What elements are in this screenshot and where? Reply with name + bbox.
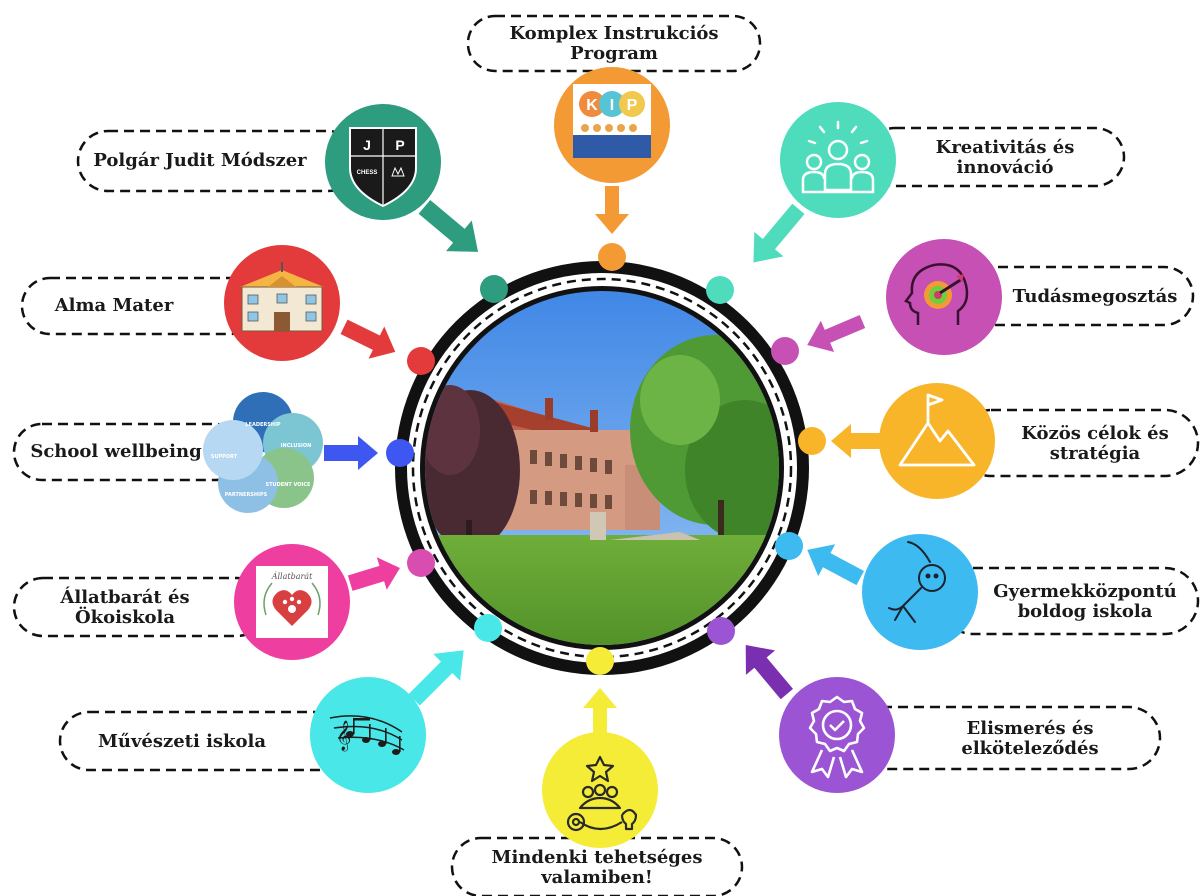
connector-dot-tudas: [771, 337, 799, 365]
gyermek-node: [862, 534, 978, 650]
team-ideas-icon: [801, 120, 875, 194]
kip-logo: K I P: [573, 84, 651, 158]
wellbeing-petals-icon: LEADERSHIP INCLUSION STUDENT VOICE PARTN…: [203, 392, 323, 513]
paw-heart-logo: Állatbarát: [256, 566, 328, 638]
connector-dot-gyermek: [775, 532, 803, 560]
connector-dot-kozos: [798, 427, 826, 455]
label-box-allatbarat: [12, 576, 268, 638]
label-kreativitas: Kreativitás és innováció: [935, 136, 1075, 178]
mountain-flag-icon: [898, 393, 976, 467]
allatbarat-node: Állatbarát: [234, 544, 350, 660]
arrow-muveszeti: [408, 650, 464, 706]
connector-dot-wellbeing: [386, 439, 414, 467]
school-building-icon: [240, 262, 324, 332]
child-stretch-icon: [888, 541, 946, 623]
label-elismeres: Elismerés és elköteleződés: [961, 717, 1099, 759]
music-notes-icon: 𝄞: [329, 715, 405, 755]
petal-inclusion: INCLUSION: [281, 443, 312, 449]
label-wellbeing: School wellbeing: [30, 440, 202, 462]
polgar-node: J P CHESS: [325, 104, 441, 220]
arrow-gyermek: [807, 544, 865, 586]
head-target-icon: [904, 263, 969, 325]
petal-student-voice: STUDENT VOICE: [266, 482, 312, 488]
connector-dot-kip: [598, 243, 626, 271]
alma-node: [224, 245, 340, 361]
connector-dot-elismeres: [707, 617, 735, 645]
label-box-kip: [466, 14, 762, 73]
wellbeing-node: LEADERSHIP INCLUSION STUDENT VOICE PARTN…: [203, 392, 323, 513]
label-muveszeti: Művészeti iskola: [97, 730, 267, 752]
kip-node: K I P: [554, 67, 670, 183]
label-allatbarat: Állatbarát és Ökoiskola: [60, 586, 190, 628]
label-tudas: Tudásmegosztás: [1012, 285, 1178, 307]
tudas-node: [886, 239, 1002, 355]
label-kip: Komplex Instrukciós Program: [509, 22, 719, 64]
label-box-elismeres: [833, 705, 1162, 771]
talent-group-icon: [566, 755, 638, 832]
label-kozos: Közös célok és stratégia: [1021, 422, 1169, 464]
petal-support: SUPPORT: [211, 454, 238, 460]
label-gyermek: Gyermekközpontú boldog iskola: [993, 580, 1177, 622]
petal-leadership: LEADERSHIP: [245, 422, 281, 428]
kreativitas-node: [780, 102, 896, 218]
kip-logo-letter-p: P: [627, 97, 638, 114]
label-mindenki: Mindenki tehetséges valamiben!: [491, 846, 703, 888]
connector-dot-mindenki: [586, 647, 614, 675]
center-hub: [395, 261, 809, 675]
arrow-kip: [595, 186, 629, 234]
kozos-node: [879, 383, 995, 499]
muveszeti-node: 𝄞: [310, 677, 426, 793]
arrow-mindenki: [583, 688, 617, 738]
jp-chess-shield-icon: J P CHESS: [349, 127, 417, 208]
label-polgar: Polgár Judit Módszer: [93, 149, 307, 171]
arrow-alma: [340, 319, 396, 359]
school-building-photo: [425, 291, 779, 645]
connector-dot-polgar: [480, 275, 508, 303]
paw-logo-text: Állatbarát: [271, 572, 313, 581]
shield-text-chess: CHESS: [357, 170, 378, 176]
mindenki-node: [542, 732, 658, 848]
label-box-muveszeti: [58, 710, 358, 772]
connector-dot-muveszeti: [474, 614, 502, 642]
arrow-wellbeing: [324, 436, 378, 470]
elismeres-node: [779, 677, 895, 793]
svg-text:𝄞: 𝄞: [336, 720, 351, 752]
arrow-allatbarat: [347, 557, 400, 591]
kip-logo-letter-k: K: [586, 97, 598, 114]
arrow-tudas: [807, 315, 866, 352]
arrow-elismeres: [745, 645, 793, 700]
kip-logo-letter-i: I: [610, 97, 614, 114]
award-badge-icon: [808, 695, 866, 779]
petal-partnerships: PARTNERSHIPS: [225, 492, 268, 498]
shield-letter-p: P: [395, 137, 404, 153]
label-box-alma: [20, 276, 260, 336]
connector-dot-kreativitas: [706, 276, 734, 304]
label-box-gyermek: [938, 566, 1200, 636]
connector-dot-allatbarat: [407, 549, 435, 577]
connector-dot-alma: [407, 347, 435, 375]
arrow-polgar: [418, 199, 479, 252]
shield-letter-j: J: [363, 137, 371, 153]
arrow-kreativitas: [753, 203, 805, 263]
arrow-kozos: [831, 424, 885, 458]
label-alma: Alma Mater: [54, 294, 174, 316]
label-box-polgar: [76, 129, 360, 193]
